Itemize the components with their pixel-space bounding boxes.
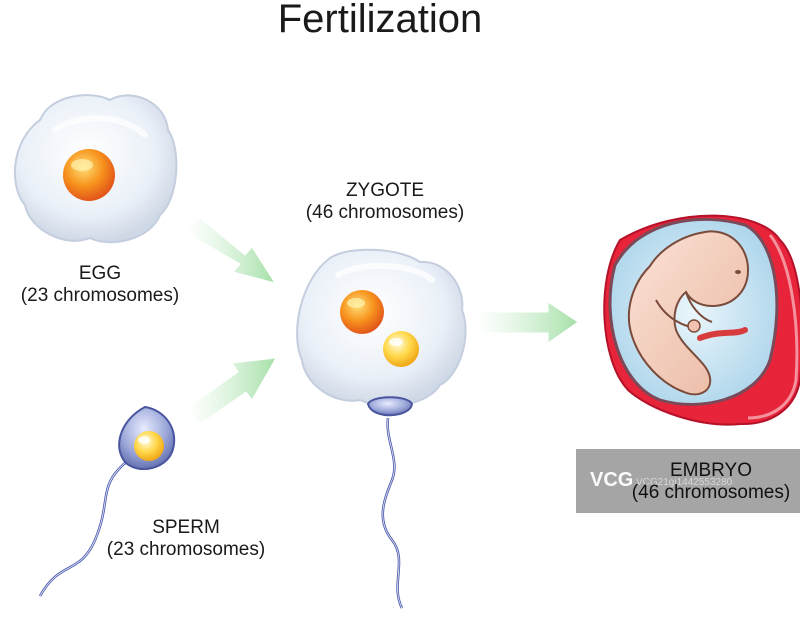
egg-label-name: EGG (78, 263, 122, 284)
arrow-zygote-to-embryo (475, 301, 579, 344)
zygote-label: ZYGOTE (46 chromosomes) (290, 180, 480, 224)
zygote-label-name: ZYGOTE (345, 180, 425, 201)
egg-cell (13, 94, 178, 244)
embryo-in-uterus (603, 214, 800, 426)
fetus (627, 230, 750, 396)
zygote-cell (296, 248, 467, 609)
sperm-label-detail: (23 chromosomes) (106, 539, 266, 560)
zygote-label-detail: (46 chromosomes) (305, 202, 465, 223)
sperm-label: SPERM (23 chromosomes) (96, 517, 276, 561)
umbilical-cord (697, 327, 748, 341)
embryo-label-detail: (46 chromosomes) (631, 482, 791, 503)
watermark-band: VCG VCG21gi1442553280 (576, 449, 800, 513)
sperm-label-name: SPERM (152, 517, 220, 538)
watermark-id: VCG21gi1442553280 (636, 477, 733, 488)
arrow-sperm-to-zygote (186, 357, 277, 425)
sperm-nucleus (134, 431, 164, 461)
zygote-nucleus-egg (340, 290, 384, 334)
diagram-title: Fertilization (277, 0, 483, 41)
embryo-label: EMBRYO (46 chromosomes) (626, 460, 796, 504)
zygote-nucleus-sperm (383, 331, 419, 367)
egg-label: EGG (23 chromosomes) (10, 263, 190, 307)
sperm-cell (38, 405, 176, 597)
egg-label-detail: (23 chromosomes) (20, 285, 180, 306)
arrow-egg-to-zygote (184, 217, 277, 284)
egg-nucleus (63, 149, 115, 201)
embryo-label-name: EMBRYO (669, 460, 752, 481)
watermark-logo: VCG (590, 469, 634, 491)
